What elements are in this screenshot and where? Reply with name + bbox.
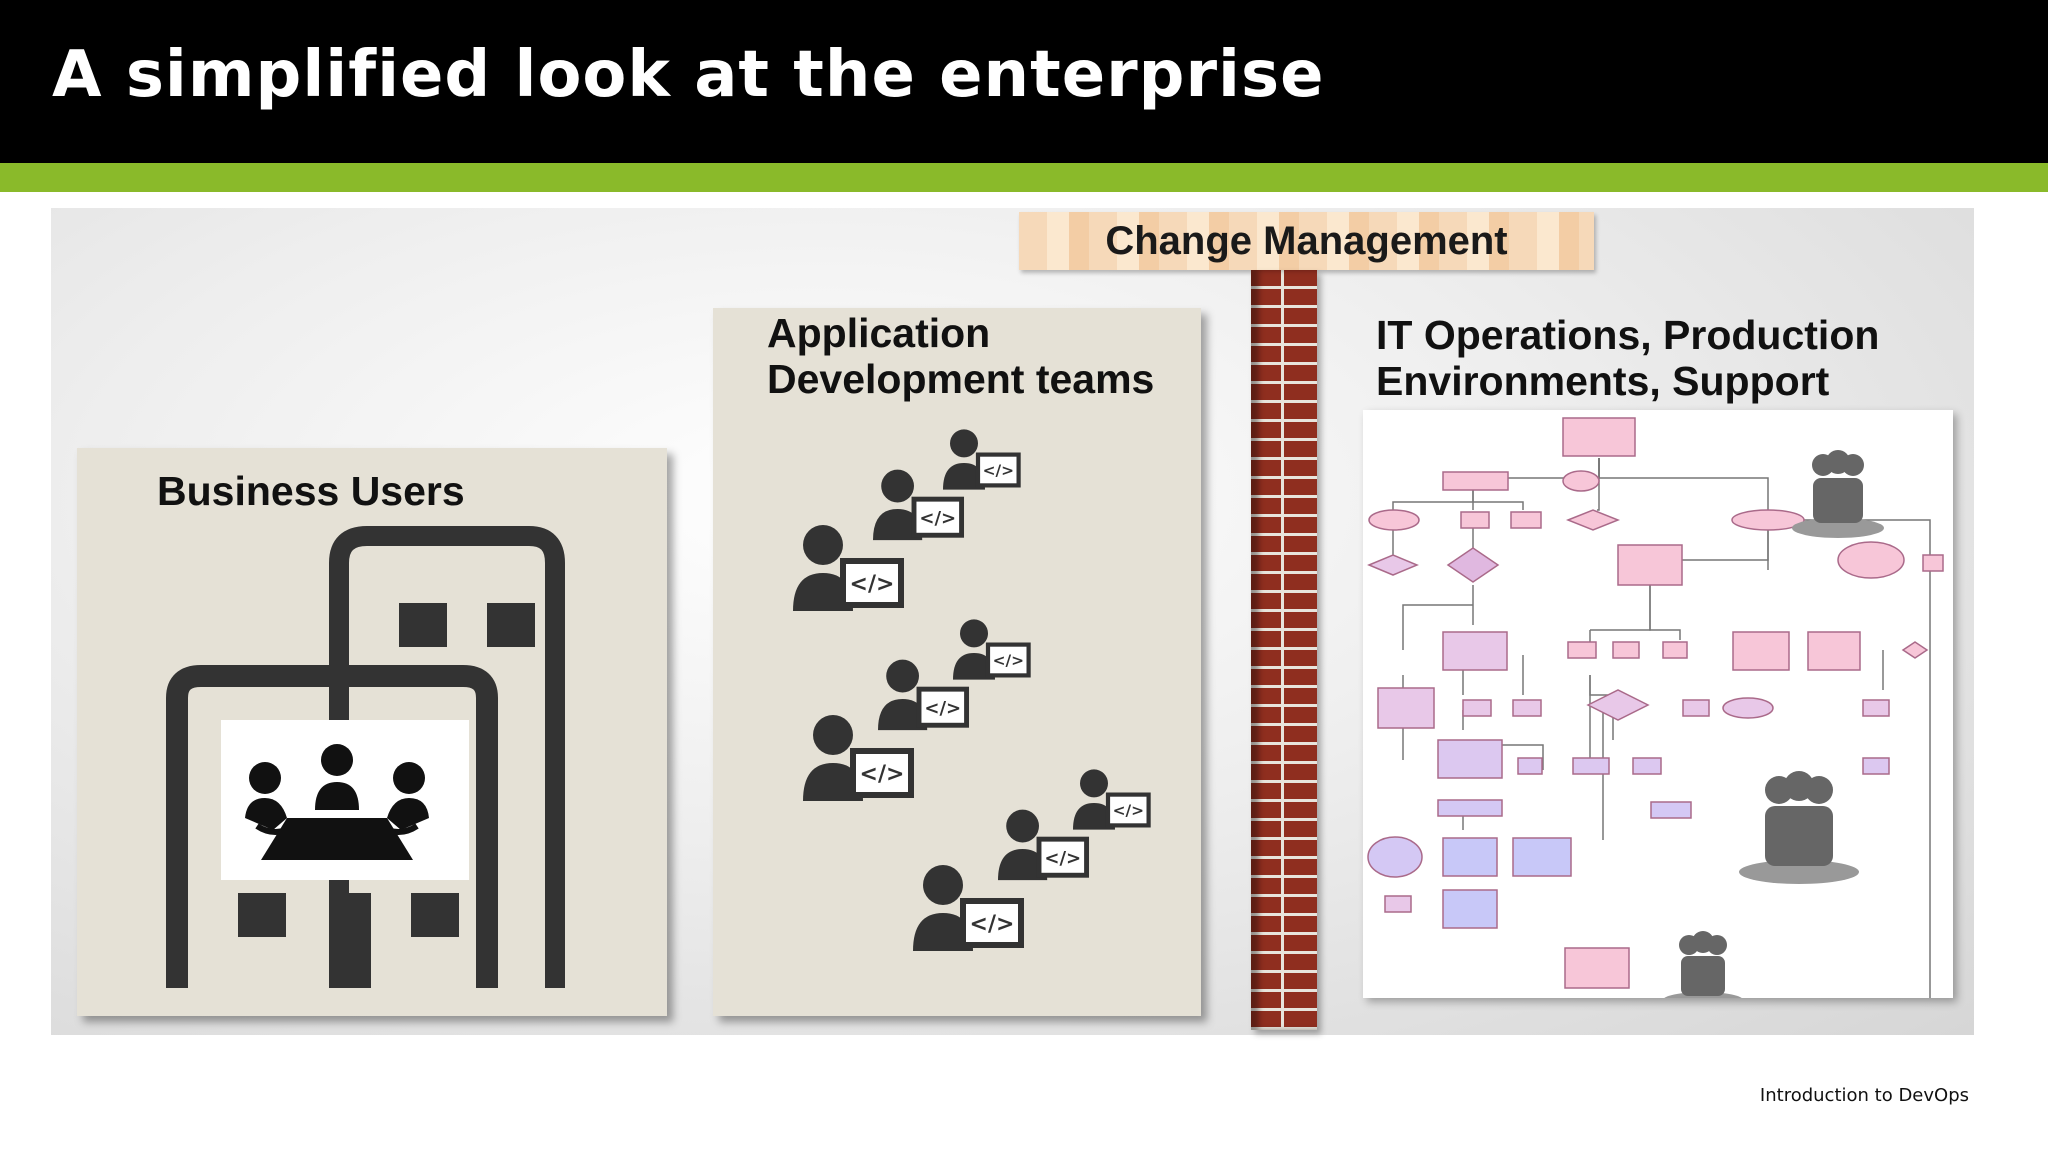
developer-at-computer-icon: </> [943,429,1021,490]
developer-at-computer-icon: </> [998,809,1090,881]
developer-at-computer-icon: </> [803,715,914,801]
developer-at-computer-icon: </> [873,469,965,541]
people-group-icon [1739,771,1859,884]
people-group-icon [1664,931,1742,998]
people-group-icon [1792,450,1884,538]
developer-group-3: </> </> </> [913,769,1151,951]
svg-text:</>: </> [860,762,905,787]
developer-at-computer-icon: </> [878,659,970,731]
svg-text:</>: </> [850,572,895,597]
developer-group-2: </> </> </> [803,619,1031,801]
svg-text:</>: </> [970,912,1015,937]
office-building-icon [166,526,565,988]
slide-title: A simplified look at the enterprise [52,38,1325,112]
change-management-label: Change Management [1019,212,1594,270]
brick-wall [1251,270,1317,1030]
developer-at-computer-icon: </> [953,619,1031,680]
title-bar: A simplified look at the enterprise [0,0,2048,163]
business-users-panel: Business Users [77,448,667,1016]
it-ops-flowchart-panel [1363,410,1953,998]
developer-at-computer-icon: </> [913,865,1024,951]
developer-at-computer-icon: </> [793,525,904,611]
title-accent-rule [0,163,2048,192]
app-dev-title-line2: Development teams [767,356,1155,402]
svg-text:</>: </> [919,508,956,529]
business-users-title: Business Users [157,468,465,514]
change-management-text: Change Management [1105,219,1508,263]
app-dev-title-line1: Application [767,310,991,356]
meeting-table-icon [245,744,429,860]
developer-at-computer-icon: </> [1073,769,1151,830]
svg-text:</>: </> [1113,802,1144,820]
it-ops-title-line1: IT Operations, Production [1376,312,1880,358]
svg-text:</>: </> [983,462,1014,480]
svg-text:</>: </> [924,698,961,719]
slide-footer: Introduction to DevOps [1759,1085,1969,1106]
enterprise-diagram: Business Users Application De [51,208,1974,1035]
flowchart-graphic [1367,417,1944,998]
developer-group-1: </> </> </> [793,429,1021,611]
svg-text:</>: </> [993,652,1024,670]
it-ops-title-line2: Environments, Support [1376,358,1830,404]
app-dev-panel: Application Development teams </> </> </… [713,308,1201,1016]
svg-text:</>: </> [1044,848,1081,869]
